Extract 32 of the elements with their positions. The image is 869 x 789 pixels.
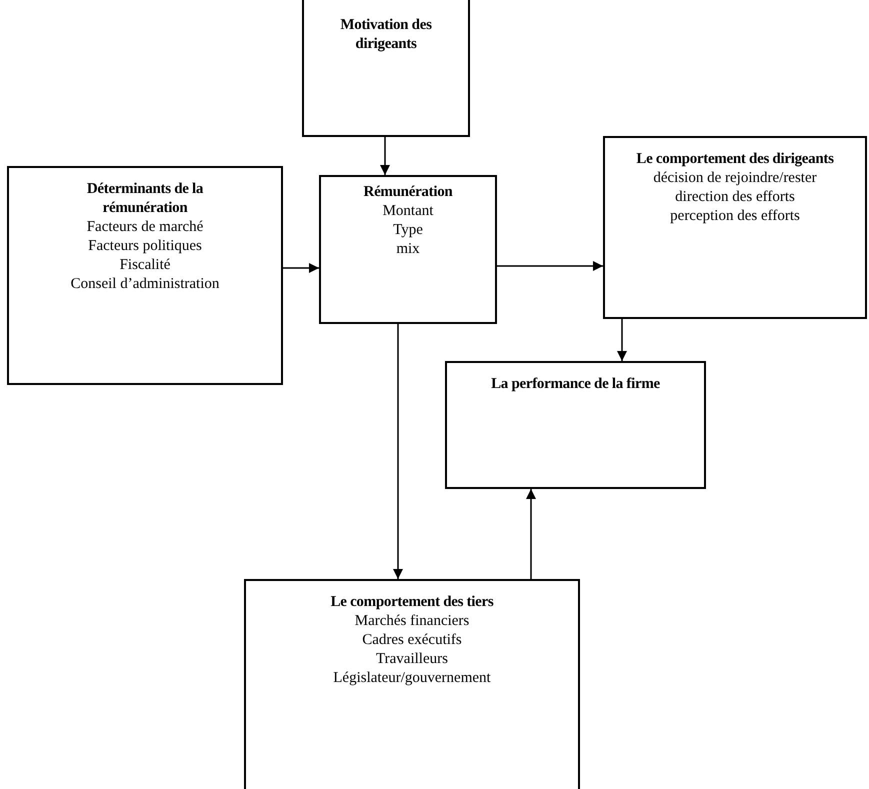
box-heading: Motivation des dirigeants bbox=[339, 16, 433, 54]
arrow bbox=[393, 324, 403, 579]
text-box bbox=[319, 175, 497, 324]
box-heading: Le comportement des dirigeants bbox=[635, 150, 835, 169]
text-box bbox=[445, 361, 706, 489]
list-item: perception des efforts bbox=[669, 207, 801, 226]
box-heading: Déterminants de la rémunération bbox=[86, 180, 204, 218]
arrow bbox=[497, 261, 603, 271]
list-item: Type bbox=[392, 221, 424, 240]
list-item: Facteurs politiques bbox=[87, 237, 203, 256]
arrow bbox=[283, 263, 319, 273]
list-item: Travailleurs bbox=[375, 650, 449, 669]
list-item: direction des efforts bbox=[674, 188, 796, 207]
list-item: mix bbox=[395, 240, 421, 259]
list-item: Marchés financiers bbox=[354, 612, 470, 631]
list-item: Cadres exécutifs bbox=[361, 631, 463, 650]
text-box bbox=[244, 579, 580, 789]
box-heading: Rémunération bbox=[362, 183, 454, 202]
text-box bbox=[7, 166, 283, 385]
list-item: Législateur/gouvernement bbox=[332, 669, 492, 688]
list-item: Conseil d’administration bbox=[70, 275, 220, 294]
text-box bbox=[302, 0, 470, 137]
text-box bbox=[603, 136, 867, 319]
list-item: Montant bbox=[382, 202, 434, 221]
arrow bbox=[617, 319, 627, 361]
arrow bbox=[526, 489, 536, 579]
arrow bbox=[380, 137, 390, 175]
list-item: Fiscalité bbox=[118, 256, 172, 275]
list-item: décision de rejoindre/rester bbox=[652, 169, 818, 188]
box-heading: Le comportement des tiers bbox=[330, 593, 494, 612]
box-heading: La performance de la firme bbox=[490, 375, 661, 394]
list-item: Facteurs de marché bbox=[86, 218, 204, 237]
